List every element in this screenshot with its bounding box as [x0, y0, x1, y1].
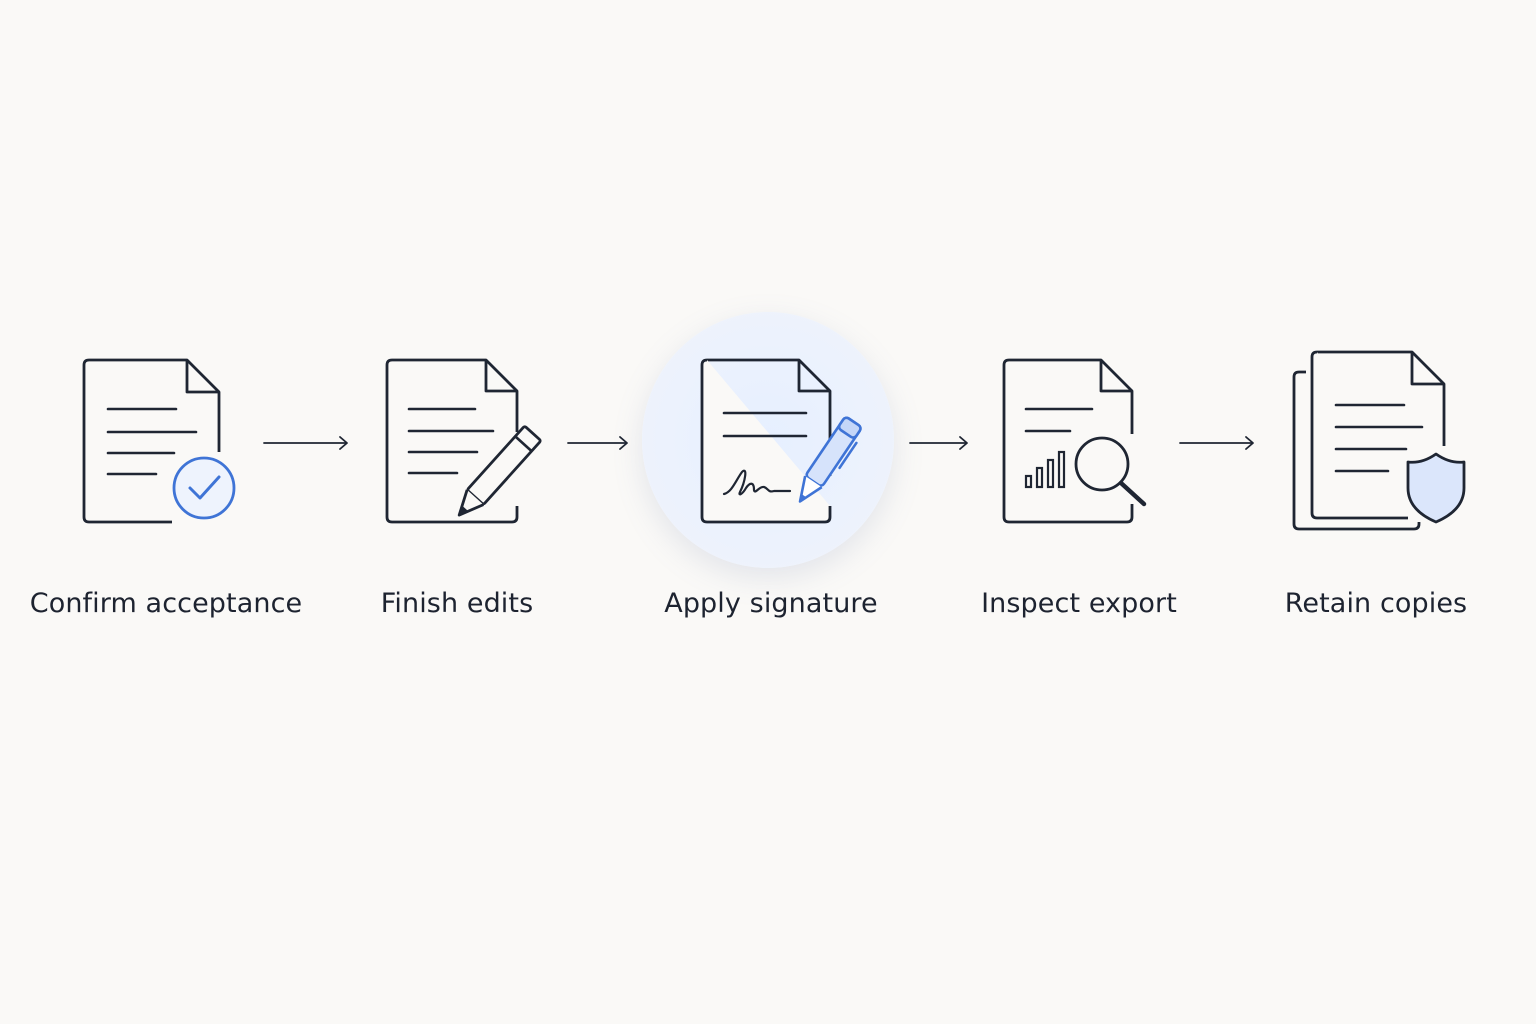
document-signature-icon [700, 358, 862, 524]
flow-arrow [567, 436, 628, 450]
document-magnifier-icon [1002, 358, 1147, 524]
flow-arrow [909, 436, 968, 450]
step-label-inspect-export: Inspect export [981, 588, 1177, 619]
document-pencil-icon [385, 358, 542, 524]
step-label-finish-edits: Finish edits [380, 588, 534, 619]
step-label-retain-copies: Retain copies [1284, 588, 1468, 619]
step-label-apply-signature: Apply signature [664, 588, 878, 619]
flow-arrow [263, 436, 348, 450]
flow-arrow [1179, 436, 1254, 450]
step-label-confirm-acceptance: Confirm acceptance [29, 588, 303, 619]
document-check-icon [82, 358, 237, 524]
documents-shield-icon [1292, 350, 1468, 531]
